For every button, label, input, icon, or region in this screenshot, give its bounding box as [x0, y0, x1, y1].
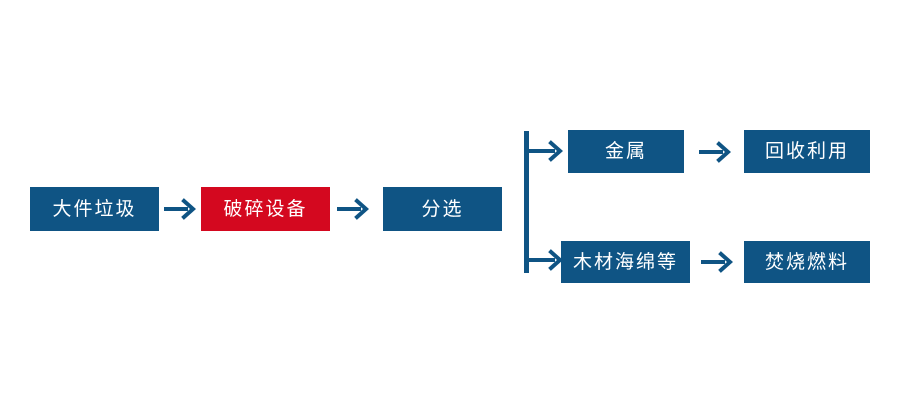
node-wood-sponge[interactable]: 木材海绵等 [561, 241, 690, 283]
arrow-bulky-waste-to-shredder [163, 196, 197, 222]
node-label: 分选 [421, 197, 464, 220]
branch-arrow-to-metal [527, 140, 563, 164]
node-label: 回收利用 [764, 140, 849, 162]
node-label: 破碎设备 [223, 197, 308, 220]
split-bar [524, 131, 529, 273]
node-sorting[interactable]: 分选 [383, 187, 502, 231]
node-incineration-fuel[interactable]: 焚烧燃料 [744, 241, 870, 283]
branch-arrow-to-wood-sponge [527, 249, 563, 273]
node-shredder[interactable]: 破碎设备 [201, 187, 330, 231]
node-metal[interactable]: 金属 [568, 130, 684, 173]
arrow-metal-to-recycle [698, 140, 732, 164]
node-label: 金属 [604, 140, 647, 162]
arrow-wood-sponge-to-fuel [700, 250, 734, 274]
arrow-shredder-to-sorting [336, 196, 370, 222]
node-label: 大件垃圾 [52, 197, 137, 220]
node-recycle[interactable]: 回收利用 [744, 130, 870, 173]
node-label: 焚烧燃料 [764, 250, 849, 273]
node-bulky-waste[interactable]: 大件垃圾 [30, 187, 159, 231]
node-label: 木材海绵等 [572, 250, 678, 273]
